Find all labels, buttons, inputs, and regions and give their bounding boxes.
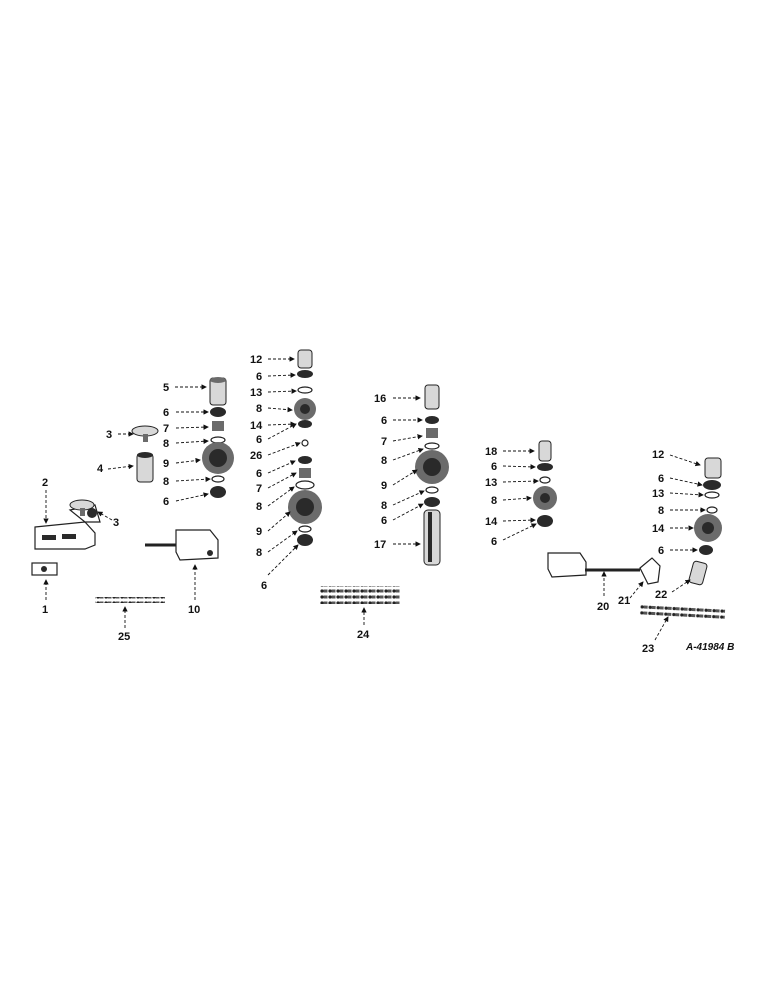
callout-label: 7 xyxy=(381,436,387,448)
clip-part xyxy=(31,562,58,576)
callout-label: 4 xyxy=(97,463,104,475)
callout-label: 24 xyxy=(357,629,370,641)
callout-label: 25 xyxy=(118,631,130,643)
callout-label: 1 xyxy=(42,604,48,616)
leader-lines xyxy=(43,356,706,641)
callout-label: 9 xyxy=(163,458,169,470)
callout-label: 6 xyxy=(261,580,267,592)
stack-column-5 xyxy=(688,457,722,586)
callout-label: 8 xyxy=(381,455,387,467)
callout-label: 13 xyxy=(652,488,664,500)
callout-label: 10 xyxy=(188,604,200,616)
bushing-part xyxy=(136,452,154,483)
reference-code: A-41984 B xyxy=(685,642,734,653)
callout-label: 16 xyxy=(374,393,386,405)
callout-label: 18 xyxy=(485,446,497,458)
callout-label: 9 xyxy=(256,526,262,538)
callout-label: 6 xyxy=(658,473,664,485)
callout-label: 8 xyxy=(381,500,387,512)
callout-label: 6 xyxy=(163,407,169,419)
pin-part xyxy=(69,425,159,516)
callout-label: 9 xyxy=(381,480,387,492)
callout-label: 6 xyxy=(256,468,262,480)
callout-label: 8 xyxy=(658,505,664,517)
callout-label: 14 xyxy=(250,420,263,432)
bracket-part xyxy=(145,529,219,561)
callout-label: 21 xyxy=(618,595,630,607)
callout-label: 2 xyxy=(42,477,48,489)
callout-label: 20 xyxy=(597,601,609,613)
callout-label: 17 xyxy=(374,539,386,551)
chain-part xyxy=(639,602,726,620)
bracket-part xyxy=(547,552,661,585)
callout-label: 5 xyxy=(163,382,169,394)
callout-label: 6 xyxy=(163,496,169,508)
chain-part xyxy=(95,597,165,603)
chain-part xyxy=(320,586,400,604)
callout-label: 23 xyxy=(642,643,654,655)
callout-label: 13 xyxy=(485,477,497,489)
callout-label: 6 xyxy=(381,415,387,427)
callout-label: 26 xyxy=(250,450,262,462)
callout-label: 12 xyxy=(652,449,664,461)
callout-label: 13 xyxy=(250,387,262,399)
callout-label: 22 xyxy=(655,589,667,601)
callout-label: 7 xyxy=(256,483,262,495)
callout-label: 3 xyxy=(113,517,119,529)
callout-label: 6 xyxy=(256,434,262,446)
stack-column-1 xyxy=(202,377,234,498)
stack-column-2 xyxy=(288,349,322,546)
bracket-part xyxy=(34,504,101,550)
callout-label: 8 xyxy=(256,501,262,513)
callout-label: 14 xyxy=(485,516,498,528)
callout-label: 7 xyxy=(163,423,169,435)
callout-label: 8 xyxy=(491,495,497,507)
callout-label: 6 xyxy=(491,461,497,473)
callout-label: 8 xyxy=(163,476,169,488)
callout-label: 8 xyxy=(163,438,169,450)
callout-label: 3 xyxy=(106,429,112,441)
stack-column-4 xyxy=(533,440,557,527)
callout-label: 6 xyxy=(256,371,262,383)
stack-column-3 xyxy=(415,384,449,566)
callout-label: 8 xyxy=(256,547,262,559)
callout-label: 6 xyxy=(491,536,497,548)
callout-labels: 1 2 3 3 4 5 6 7 8 9 8 6 10 12 6 13 8 14 … xyxy=(42,354,667,655)
callout-label: 14 xyxy=(652,523,665,535)
callout-label: 8 xyxy=(256,403,262,415)
callout-label: 12 xyxy=(250,354,262,366)
callout-label: 6 xyxy=(381,515,387,527)
callout-label: 6 xyxy=(658,545,664,557)
